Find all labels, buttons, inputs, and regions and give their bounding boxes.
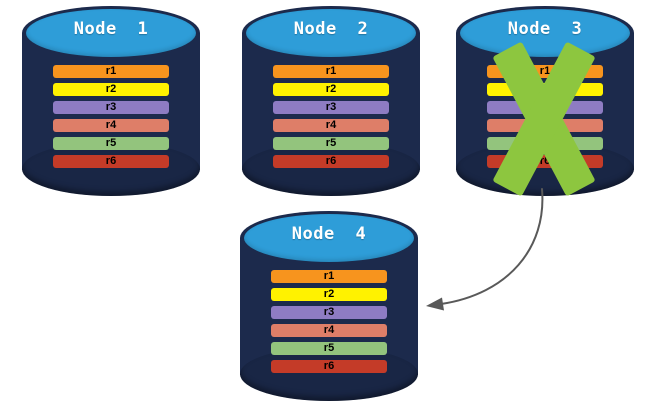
node-label: Node 3	[507, 19, 583, 39]
node-label: Node 4	[291, 224, 367, 244]
failure-x-icon	[492, 41, 596, 197]
row-r4: r4	[53, 119, 169, 132]
row-r2: r2	[53, 83, 169, 96]
row-r1: r1	[273, 65, 389, 78]
row-r3: r3	[271, 306, 387, 319]
row-r5: r5	[271, 342, 387, 355]
cylinder-bottom	[242, 142, 420, 196]
node-label: Node 1	[73, 19, 149, 39]
node-1: Node 1 r1 r2 r3 r4 r5 r6	[22, 6, 200, 196]
row-r2: r2	[273, 83, 389, 96]
cylinder-top-face	[460, 9, 630, 57]
arrow-head	[426, 297, 444, 311]
node-2: Node 2 r1 r2 r3 r4 r5 r6	[242, 6, 420, 196]
arrow-curve	[440, 188, 544, 305]
cylinder-top-face	[26, 9, 196, 57]
row-list: r1 r2 r3 r4 r5 r6	[271, 270, 387, 373]
node-label: Node 2	[293, 19, 369, 39]
cylinder-bottom	[22, 142, 200, 196]
row-r1: r1	[53, 65, 169, 78]
row-r6: r6	[271, 360, 387, 373]
cylinder-top-face	[246, 9, 416, 57]
row-list: r1 r2 r3 r4 r5 r6	[273, 65, 389, 168]
row-r6: r6	[273, 155, 389, 168]
row-r2: r2	[271, 288, 387, 301]
node-4: Node 4 r1 r2 r3 r4 r5 r6	[240, 211, 418, 401]
row-r3: r3	[273, 101, 389, 114]
row-r3: r3	[53, 101, 169, 114]
row-r4: r4	[271, 324, 387, 337]
cylinder-bottom	[240, 347, 418, 401]
row-r5: r5	[273, 137, 389, 150]
node-3: Node 3 r1 r2 r3 r4 r5 r6	[456, 6, 634, 197]
row-r6: r6	[53, 155, 169, 168]
row-list: r1 r2 r3 r4 r5 r6	[53, 65, 169, 168]
row-r1: r1	[271, 270, 387, 283]
cylinder-top-face	[244, 214, 414, 262]
row-r5: r5	[53, 137, 169, 150]
row-r4: r4	[273, 119, 389, 132]
